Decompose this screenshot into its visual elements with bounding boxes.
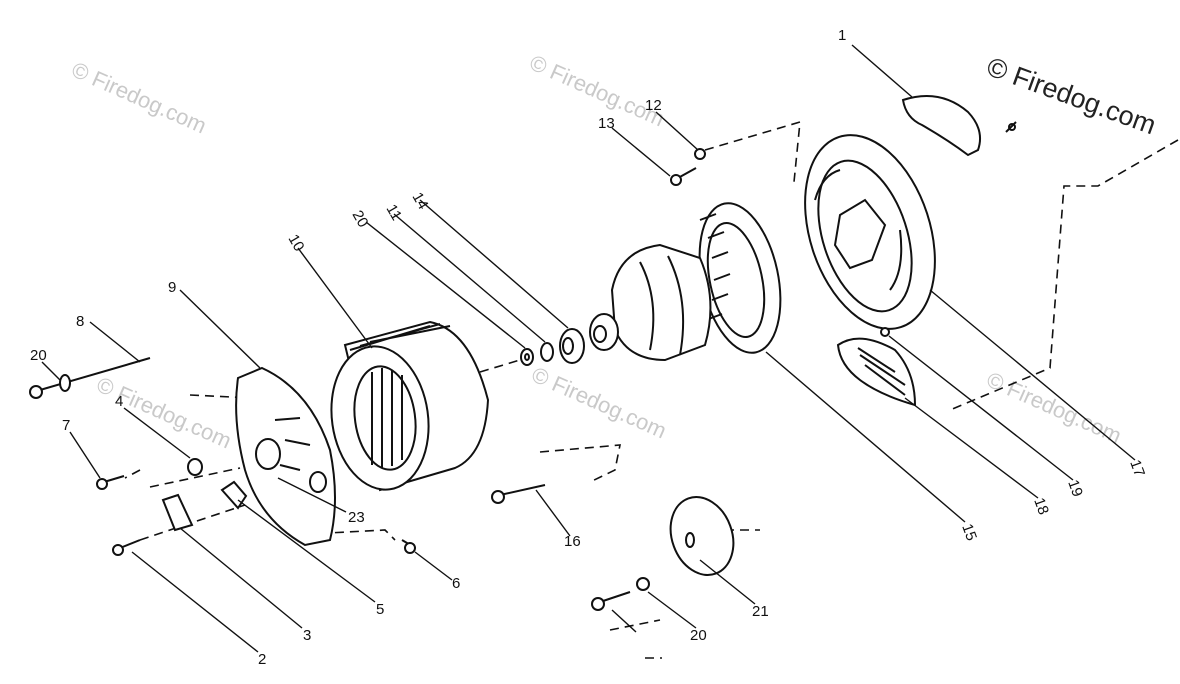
label-part-19: 19 bbox=[1064, 478, 1086, 499]
watermark-1: © Firedog.com bbox=[68, 57, 210, 139]
part-stator bbox=[330, 320, 490, 492]
label-part-12: 12 bbox=[645, 97, 662, 114]
part-washer-20 bbox=[520, 348, 534, 366]
label-part-8: 8 bbox=[76, 313, 84, 330]
label-part-15: 15 bbox=[958, 522, 980, 543]
label-part-1: 1 bbox=[838, 27, 846, 44]
part-end-bell bbox=[804, 134, 936, 330]
label-part-20-left: 20 bbox=[30, 347, 47, 364]
watermark-4: © Firedog.com bbox=[528, 362, 670, 444]
label-part-2: 2 bbox=[258, 651, 266, 668]
part-rotor bbox=[589, 202, 782, 362]
label-part-20-top: 20 bbox=[349, 208, 372, 231]
label-part-16: 16 bbox=[564, 533, 581, 550]
label-part-7: 7 bbox=[62, 417, 70, 434]
label-part-21: 21 bbox=[752, 603, 769, 620]
leader-lines bbox=[41, 44, 1136, 653]
label-part-17: 17 bbox=[1126, 458, 1148, 479]
watermark-5: © Firedog.com bbox=[983, 367, 1125, 449]
watermark-3: © Firedog.com bbox=[93, 372, 235, 454]
label-part-6: 6 bbox=[452, 575, 460, 592]
label-part-4: 4 bbox=[115, 393, 123, 410]
label-part-11: 11 bbox=[383, 202, 406, 224]
label-part-20-bottom: 20 bbox=[690, 627, 707, 644]
part-labels: 1 12 13 14 11 20 10 9 8 20 4 7 23 6 5 3 … bbox=[30, 27, 1148, 668]
label-part-3: 3 bbox=[303, 627, 311, 644]
part-end-cover bbox=[235, 366, 336, 547]
label-part-23: 23 bbox=[348, 509, 365, 526]
label-part-5: 5 bbox=[376, 601, 384, 618]
part-end-disc bbox=[669, 496, 735, 576]
label-part-9: 9 bbox=[168, 279, 176, 296]
hardware bbox=[29, 148, 890, 611]
label-part-14: 14 bbox=[409, 190, 432, 213]
part-cover-plate bbox=[901, 95, 1017, 157]
label-part-10: 10 bbox=[285, 232, 308, 255]
watermarks: © Firedog.com © Firedog.com © Firedog.co… bbox=[68, 50, 1160, 454]
label-part-18: 18 bbox=[1030, 496, 1052, 517]
assembly-dashed-lines bbox=[124, 120, 1179, 659]
part-bearing bbox=[559, 328, 585, 364]
label-part-13: 13 bbox=[598, 115, 615, 132]
part-washer-11 bbox=[540, 342, 554, 362]
part-nameplate bbox=[836, 337, 917, 407]
